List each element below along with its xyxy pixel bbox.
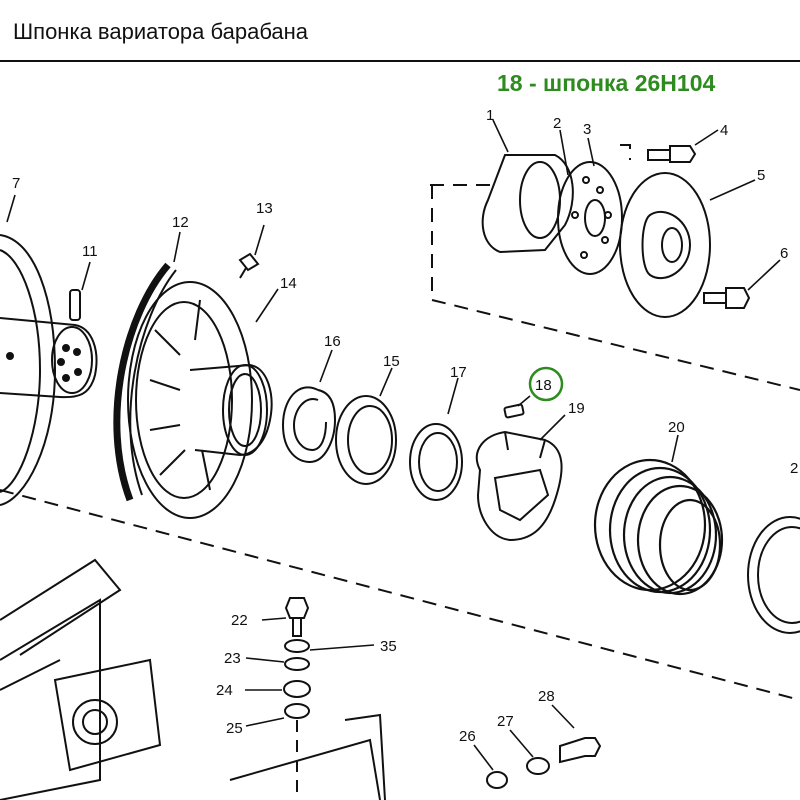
label-part-20: 20 bbox=[668, 419, 685, 436]
hardware-lower-right bbox=[486, 737, 602, 789]
label-part-6: 6 bbox=[780, 245, 788, 262]
label-part-13: 13 bbox=[256, 200, 273, 217]
part-3-plate bbox=[557, 161, 623, 275]
part-16-snap-ring bbox=[281, 386, 337, 464]
label-part-21: 2 bbox=[790, 460, 798, 477]
part-4-bolt bbox=[647, 145, 697, 163]
label-part-28: 28 bbox=[538, 688, 555, 705]
label-part-3: 3 bbox=[583, 121, 591, 138]
part-7-drum bbox=[0, 234, 98, 506]
label-part-12: 12 bbox=[172, 214, 189, 231]
part-20-spring bbox=[593, 458, 724, 596]
part-18-key bbox=[503, 403, 525, 419]
part-5-disc bbox=[619, 172, 711, 318]
label-part-27: 27 bbox=[497, 713, 514, 730]
lower-middle-bracket bbox=[229, 713, 386, 800]
part-13-fitting bbox=[238, 252, 260, 279]
part-12-belt bbox=[113, 262, 177, 502]
hardware-stack bbox=[283, 597, 311, 800]
label-part-4: 4 bbox=[720, 122, 728, 139]
page-title: Шпонка вариатора барабана bbox=[13, 19, 309, 44]
label-part-11: 11 bbox=[82, 243, 98, 260]
part-21-ring bbox=[747, 516, 800, 634]
part-14-variator-disc bbox=[127, 281, 273, 519]
label-part-7: 7 bbox=[12, 175, 20, 192]
header: Шпонка вариатора барабана bbox=[0, 0, 800, 60]
leader-lines bbox=[6, 119, 781, 771]
part-19-cam bbox=[475, 430, 563, 542]
label-part-35: 35 bbox=[380, 638, 397, 655]
label-part-5: 5 bbox=[757, 167, 765, 184]
label-part-18: 18 bbox=[535, 377, 552, 394]
label-part-23: 23 bbox=[224, 650, 241, 667]
part-labels: 1 2 3 4 5 6 7 11 12 13 14 16 15 17 18 19… bbox=[12, 107, 798, 745]
lower-bracket bbox=[0, 558, 162, 800]
label-part-1: 1 bbox=[486, 107, 494, 124]
label-part-25: 25 bbox=[226, 720, 243, 737]
label-part-2: 2 bbox=[553, 115, 561, 132]
part-15-ring bbox=[335, 395, 397, 485]
label-part-22: 22 bbox=[231, 612, 248, 629]
title-divider bbox=[0, 60, 800, 62]
part-17-ring bbox=[409, 423, 463, 501]
label-part-17: 17 bbox=[450, 364, 467, 381]
exploded-parts-diagram: 1 2 3 4 5 6 7 11 12 13 14 16 15 17 18 19… bbox=[0, 107, 800, 800]
highlight-circle-18 bbox=[528, 366, 564, 402]
label-part-26: 26 bbox=[459, 728, 476, 745]
label-part-16: 16 bbox=[324, 333, 341, 350]
assembly-dashed-outlines bbox=[0, 144, 800, 701]
label-part-19: 19 bbox=[568, 400, 585, 417]
label-part-24: 24 bbox=[216, 682, 233, 699]
part-6-bolt bbox=[703, 287, 751, 309]
label-part-15: 15 bbox=[383, 353, 400, 370]
label-part-14: 14 bbox=[280, 275, 297, 292]
part-annotation: 18 - шпонка 26H104 bbox=[497, 70, 716, 96]
part-11-pin bbox=[69, 289, 81, 321]
